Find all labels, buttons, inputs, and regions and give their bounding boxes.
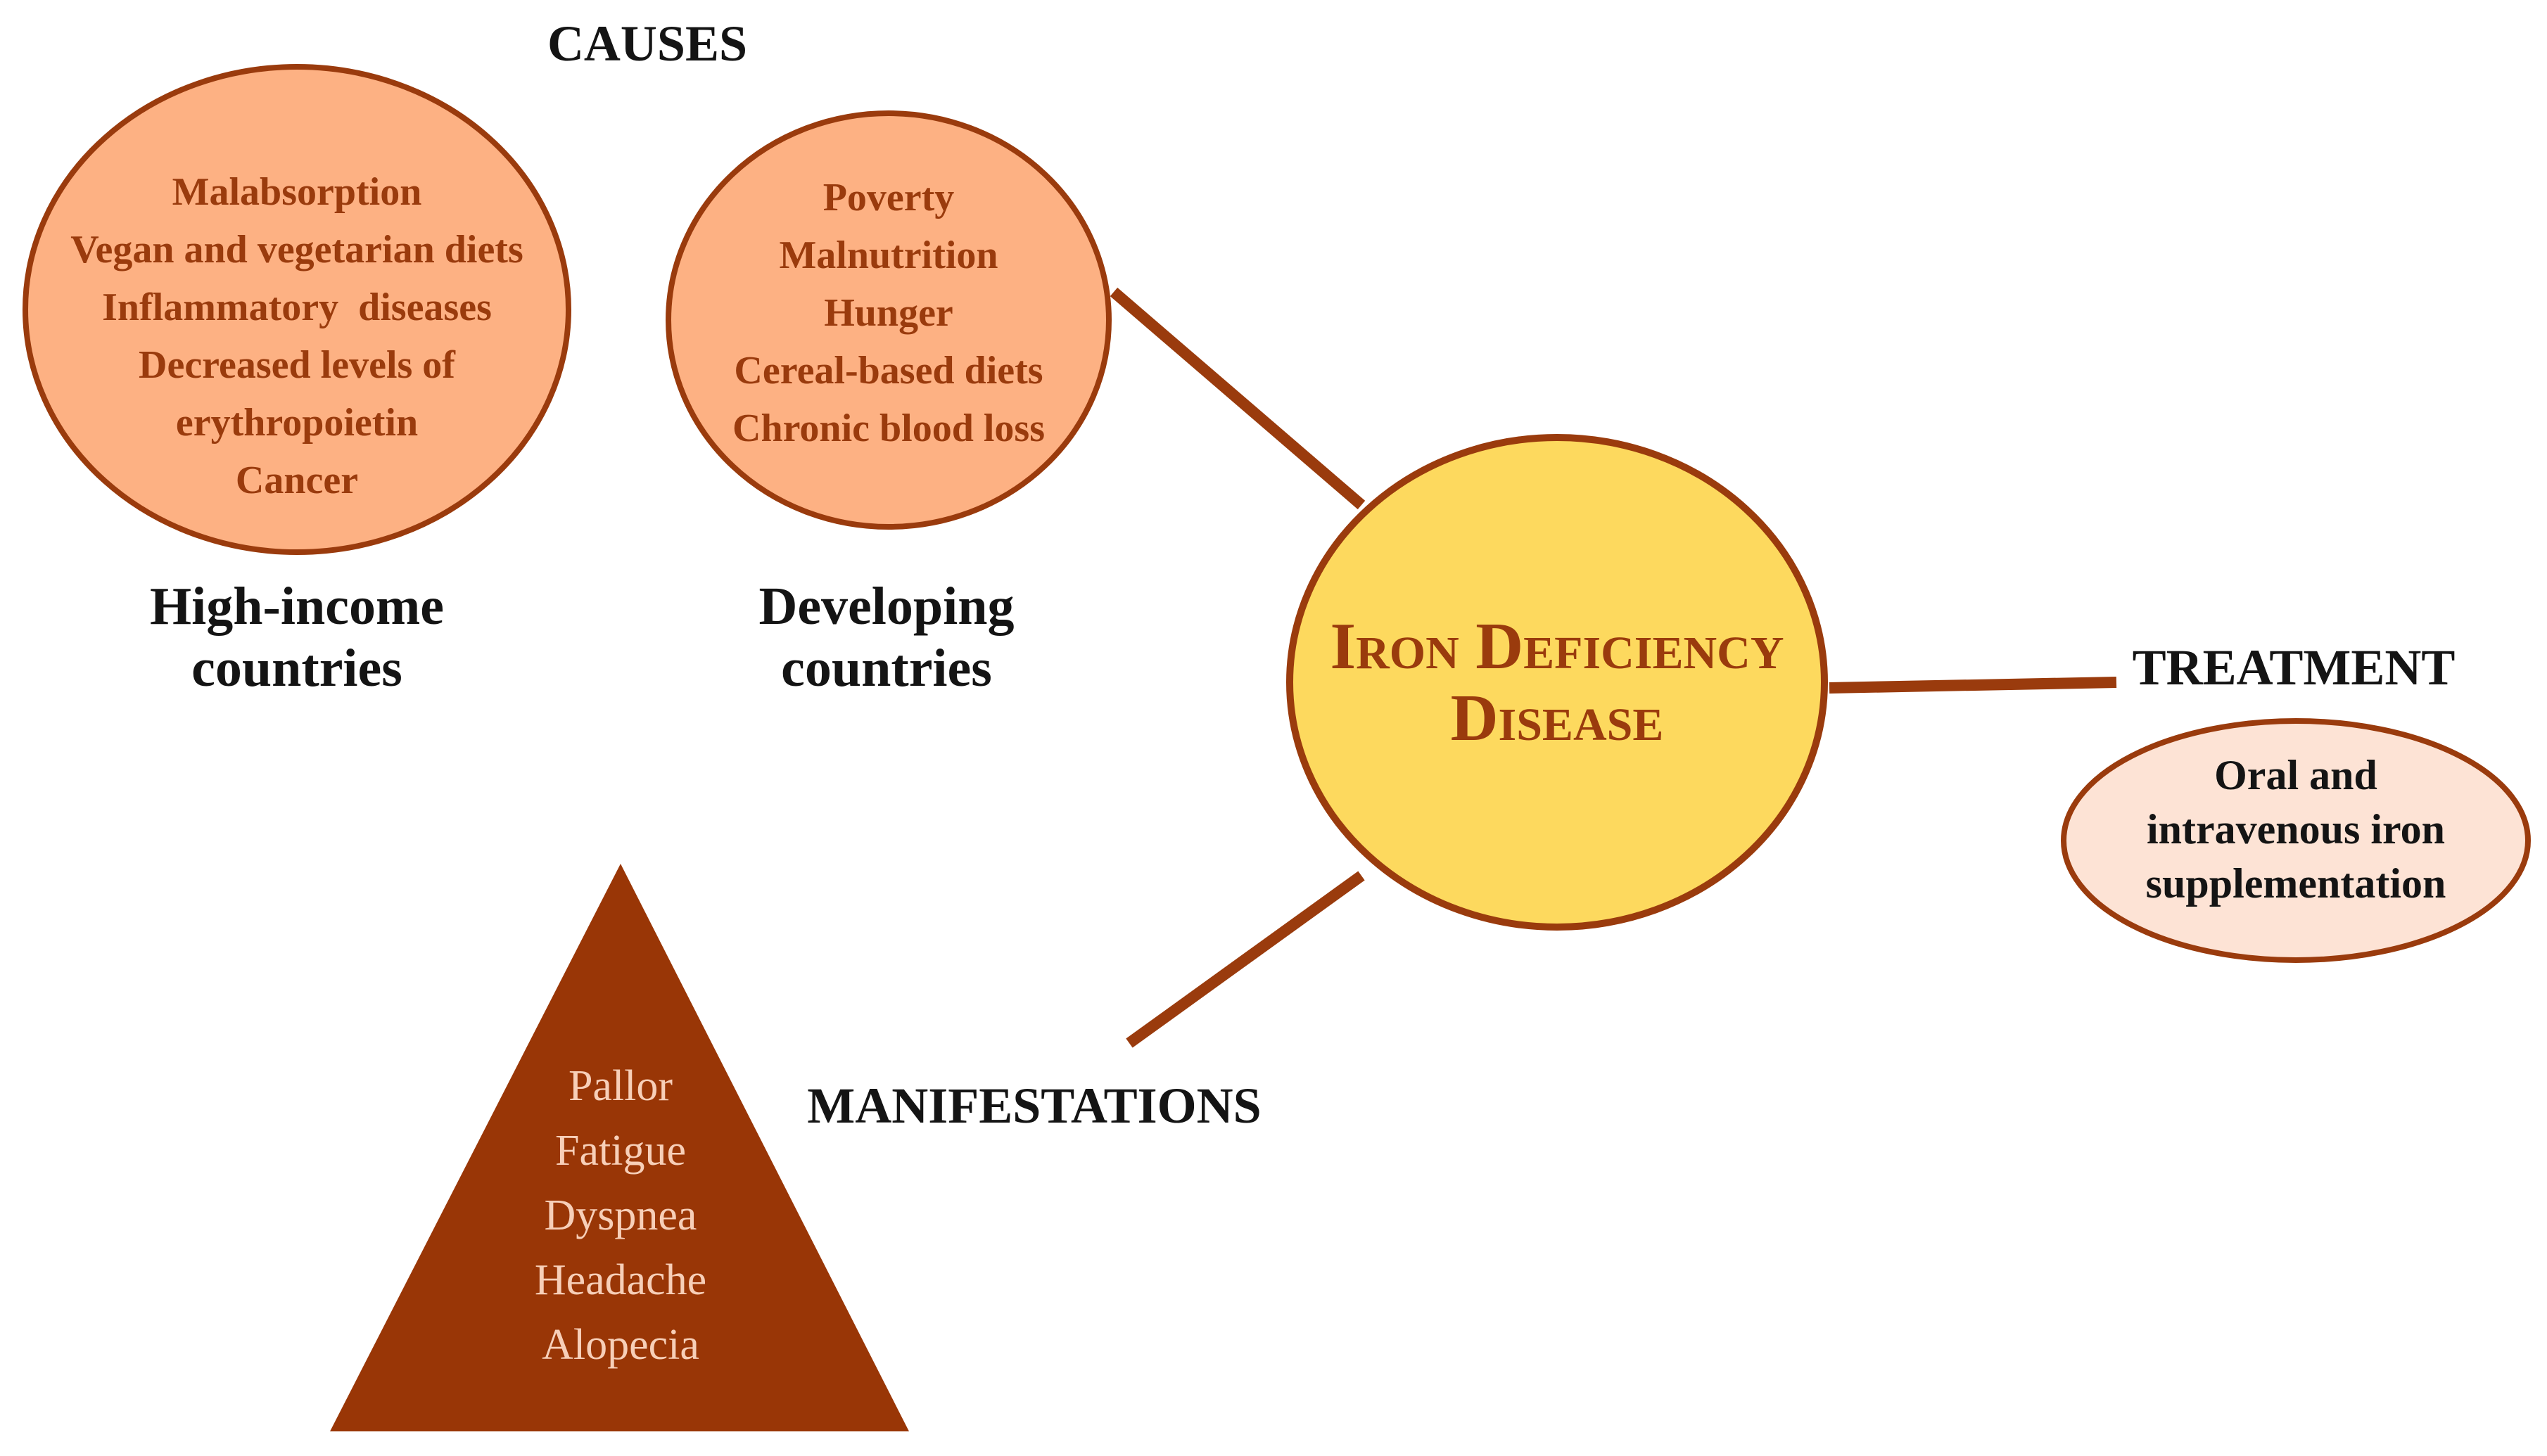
cause-item: Malnutrition xyxy=(779,234,998,277)
developing-causes-list: Poverty Malnutrition Hunger Cereal-based… xyxy=(678,169,1100,457)
iron-deficiency-circle xyxy=(1286,434,1828,931)
developing-label-line2: countries xyxy=(781,639,992,698)
cause-item: Decreased levels of xyxy=(139,343,455,387)
treatment-heading: TREATMENT xyxy=(2132,639,2456,696)
connector-causes xyxy=(1110,287,1366,510)
developing-label: Developing countries xyxy=(675,575,1098,699)
high-income-label-line1: High-income xyxy=(150,577,444,636)
cause-item: Inflammatory diseases xyxy=(102,286,492,329)
symptom-item: Fatigue xyxy=(555,1127,686,1175)
treatment-line: intravenous iron xyxy=(2147,806,2445,852)
symptom-item: Pallor xyxy=(568,1062,673,1110)
high-income-causes-list: Malabsorption Vegan and vegetarian diets… xyxy=(51,163,543,509)
cause-item: Poverty xyxy=(822,176,955,219)
manifestations-list: Pallor Fatigue Dyspnea Headache Alopecia xyxy=(445,1054,796,1377)
treatment-text: Oral and intravenous iron supplementatio… xyxy=(2085,748,2507,911)
causes-heading: CAUSES xyxy=(547,15,748,72)
connector-treatment xyxy=(1829,677,2117,694)
high-income-label-line2: countries xyxy=(191,639,402,698)
iron-deficiency-title: Iron Deficiency Disease xyxy=(1311,611,1803,754)
cause-item: Cereal-based diets xyxy=(734,349,1043,392)
cause-item: Hunger xyxy=(824,291,953,335)
iron-deficiency-title-line1: Iron Deficiency xyxy=(1330,610,1784,683)
cause-item: Cancer xyxy=(235,459,359,502)
iron-deficiency-title-line2: Disease xyxy=(1450,682,1664,755)
high-income-label: High-income countries xyxy=(86,575,508,699)
symptom-item: Alopecia xyxy=(542,1321,699,1369)
manifestations-heading: MANIFESTATIONS xyxy=(807,1078,1262,1134)
treatment-line: supplementation xyxy=(2145,860,2446,907)
connector-manifestations xyxy=(1126,871,1365,1048)
cause-item: Vegan and vegetarian diets xyxy=(70,228,523,272)
cause-item: Malabsorption xyxy=(172,170,422,214)
symptom-item: Headache xyxy=(534,1256,707,1304)
symptom-item: Dyspnea xyxy=(544,1192,697,1239)
cause-item: Chronic blood loss xyxy=(732,407,1045,450)
developing-causes-bubble xyxy=(666,110,1112,530)
treatment-line: Oral and xyxy=(2214,752,2377,798)
manifestations-triangle xyxy=(330,864,909,1431)
developing-label-line1: Developing xyxy=(758,577,1015,636)
treatment-bubble xyxy=(2061,718,2531,963)
cause-item: erythropoietin xyxy=(175,401,419,445)
high-income-causes-bubble xyxy=(23,64,571,555)
